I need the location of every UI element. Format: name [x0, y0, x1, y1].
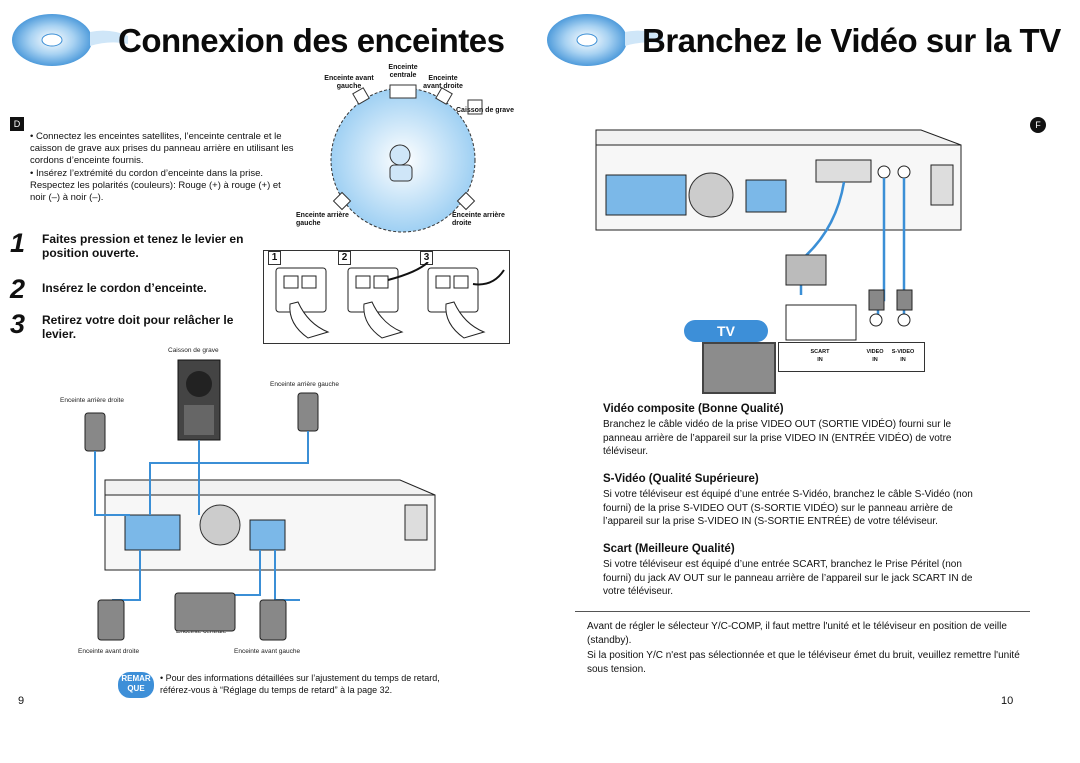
label-subwoofer: Caisson de grave — [456, 107, 514, 114]
note-text-1: Avant de régler le sélecteur Y/C-COMP, i… — [587, 621, 1007, 646]
remark-badge-line1: REMAR — [121, 674, 151, 683]
page-title: Connexion des enceintes — [118, 22, 505, 59]
label-front-left-2: Enceinte avant droite — [78, 648, 140, 655]
section-text-composite: Branchez le câble vidéo de la prise VIDE… — [603, 419, 952, 457]
step-text-1: Faites pression et tenez le levier en po… — [42, 232, 244, 260]
page-title-right: Branchez le Vidéo sur la TV — [642, 22, 1061, 59]
disc-icon — [547, 14, 663, 66]
language-tag: D — [10, 117, 24, 131]
remark-badge-line2: QUE — [127, 684, 145, 693]
section-heading-composite: Vidéo composite (Bonne Qualité) — [603, 403, 784, 415]
remark-badge: REMAR QUE — [118, 672, 154, 698]
section-heading-scart: Scart (Meilleure Qualité) — [603, 543, 735, 555]
page-number-left: 9 — [18, 695, 25, 707]
step-number-3: 3 — [10, 309, 26, 339]
note-text-2: Si la position Y/C n'est pas sélectionné… — [587, 650, 1020, 675]
step-number-1: 1 — [10, 228, 26, 258]
note-divider — [575, 611, 1030, 612]
disc-icon — [12, 14, 128, 66]
step-panel-label-2: 2 — [338, 251, 351, 265]
section-text-svideo: Si votre téléviseur est équipé d’une ent… — [603, 489, 973, 527]
speaker-layout-diagram — [330, 84, 483, 233]
label-rear-right-2: Enceinte arrière droite — [60, 397, 124, 404]
terminal-illustrations — [275, 262, 505, 339]
speaker-wiring-diagram — [84, 359, 436, 641]
step-panel-label-1: 1 — [268, 251, 281, 265]
tv-jack-scart: SCART IN — [810, 349, 830, 363]
step-number-2: 2 — [10, 274, 26, 304]
label-front-left: Enceinte avant gauche — [324, 75, 374, 90]
tv-label: TV — [717, 323, 735, 339]
tv-jack-svideo: S-VIDEO IN — [891, 349, 915, 363]
tv-connection-diagram — [595, 129, 962, 341]
tv-screen — [702, 342, 776, 394]
tv-jack-video: VIDEO IN — [866, 349, 884, 363]
section-heading-svideo: S-Vidéo (Qualité Supérieure) — [603, 473, 759, 485]
label-front-right: Enceinte avant droite — [423, 75, 463, 90]
label-rear-left: Enceinte arrière gauche — [296, 212, 349, 227]
label-rear-right: Enceinte arrière droite — [452, 212, 505, 227]
page-number-right: 10 — [1001, 695, 1014, 707]
label-subwoofer-2: Caisson de grave — [168, 347, 219, 354]
remark-text: • Pour des informations détaillées sur l… — [160, 673, 440, 695]
bullet-1: • Connectez les enceintes satellites, l’… — [30, 131, 294, 166]
label-front-right-2: Enceinte avant gauche — [234, 648, 301, 655]
section-text-scart: Si votre téléviseur est équipé d’une ent… — [603, 559, 973, 597]
tv-jack-panel — [778, 342, 925, 372]
step-text-2: Insérez le cordon d’enceinte. — [42, 281, 207, 295]
label-center: Enceinte centrale — [388, 64, 418, 79]
step-panel — [263, 250, 510, 344]
label-rear-left-2: Enceinte arrière gauche — [270, 381, 340, 388]
bullet-2: • Insérez l’extrémité du cordon d’encein… — [30, 168, 281, 203]
step-text-3: Retirez votre doit pour relâcher le levi… — [42, 313, 234, 341]
language-tag-right: F — [1030, 117, 1046, 133]
tv-label-badge: TV — [684, 320, 768, 342]
